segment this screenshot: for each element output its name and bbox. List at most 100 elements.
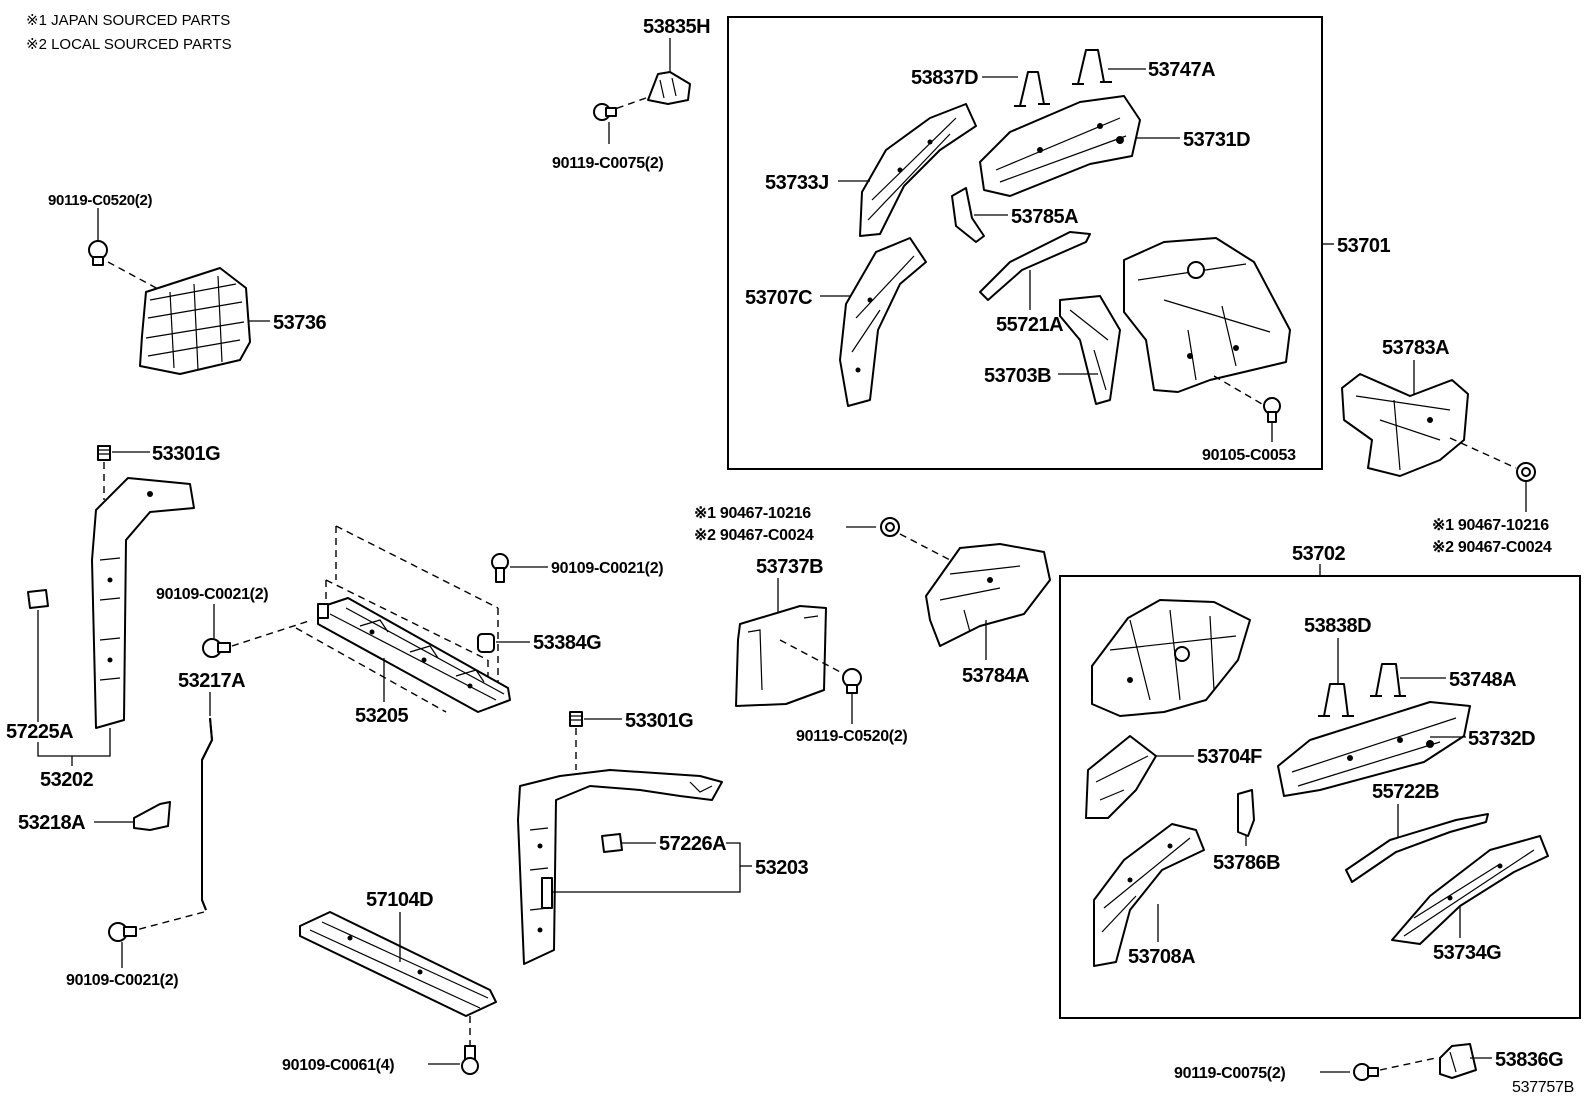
label-90109-C0021-b: 90109-C0021(2): [156, 586, 268, 603]
label-53737B: 53737B: [756, 556, 823, 578]
label-53784A: 53784A: [962, 665, 1029, 687]
label-53384G: 53384G: [533, 632, 601, 654]
group-frame-53701: [727, 16, 1323, 470]
part-53384G[interactable]: [477, 633, 495, 653]
label-53748A: 53748A: [1449, 669, 1516, 691]
label-53734G: 53734G: [1433, 942, 1501, 964]
label-53203: 53203: [755, 857, 808, 879]
part-53733J[interactable]: [859, 103, 977, 237]
label-57226A: 57226A: [659, 833, 726, 855]
part-53707C[interactable]: [839, 237, 927, 407]
part-53786B[interactable]: [1237, 789, 1255, 837]
label-53732D: 53732D: [1468, 728, 1535, 750]
label-53733J: 53733J: [765, 172, 829, 194]
part-53708A[interactable]: [1093, 823, 1205, 967]
part-53736[interactable]: [139, 267, 251, 375]
label-53202: 53202: [40, 769, 93, 791]
label-90467-10216-right: ※1 90467-10216: [1432, 517, 1549, 534]
label-53783A: 53783A: [1382, 337, 1449, 359]
label-53747A: 53747A: [1148, 59, 1215, 81]
part-53301G-left[interactable]: [97, 445, 111, 461]
note-japan-sourced: ※1 JAPAN SOURCED PARTS: [26, 12, 230, 29]
label-53786B: 53786B: [1213, 852, 1280, 874]
part-53783A[interactable]: [1341, 373, 1469, 477]
part-53703B[interactable]: [1059, 295, 1121, 405]
label-57104D: 57104D: [366, 889, 433, 911]
label-57225A: 57225A: [6, 721, 73, 743]
label-53703B: 53703B: [984, 365, 1051, 387]
label-53301G-mid: 53301G: [625, 710, 693, 732]
part-53836G[interactable]: [1439, 1043, 1477, 1079]
bolt-90467-mid[interactable]: [880, 517, 900, 537]
label-90119-C0520-left: 90119-C0520(2): [48, 192, 153, 209]
part-53218A[interactable]: [133, 801, 171, 831]
label-55722B: 55722B: [1372, 781, 1439, 803]
part-55721A[interactable]: [979, 231, 1091, 301]
part-53784A[interactable]: [925, 543, 1051, 647]
part-53301G-mid[interactable]: [569, 711, 583, 727]
label-90109-C0021-c: 90109-C0021(2): [66, 972, 178, 989]
part-53785A[interactable]: [951, 187, 985, 243]
part-53217A[interactable]: [201, 717, 213, 911]
part-53704F[interactable]: [1085, 735, 1157, 819]
label-53218A: 53218A: [18, 812, 85, 834]
label-90467-C0024-right: ※2 90467-C0024: [1432, 539, 1552, 556]
label-90467-10216-mid: ※1 90467-10216: [694, 505, 811, 522]
label-53704F: 53704F: [1197, 746, 1262, 768]
bolt-90119-C0075-bottom[interactable]: [1353, 1063, 1379, 1081]
bolt-90109-C0061[interactable]: [461, 1045, 479, 1075]
label-90109-C0021-a: 90109-C0021(2): [551, 560, 663, 577]
part-57226A[interactable]: [601, 833, 623, 853]
part-53734G[interactable]: [1391, 835, 1549, 945]
label-90467-C0024-mid: ※2 90467-C0024: [694, 527, 814, 544]
bolt-90109-C0021-a[interactable]: [491, 553, 509, 583]
bolt-90109-C0021-b[interactable]: [202, 638, 231, 658]
label-55721A: 55721A: [996, 314, 1063, 336]
label-53836G: 53836G: [1495, 1049, 1563, 1071]
note-local-sourced: ※2 LOCAL SOURCED PARTS: [26, 36, 232, 53]
part-53837D[interactable]: [1014, 71, 1050, 107]
label-53731D: 53731D: [1183, 129, 1250, 151]
label-90109-C0061: 90109-C0061(4): [282, 1057, 394, 1074]
part-53748A[interactable]: [1370, 663, 1406, 697]
part-53205[interactable]: [317, 597, 511, 713]
bolt-90109-C0021-c[interactable]: [108, 922, 137, 942]
part-53731D[interactable]: [979, 95, 1141, 197]
label-53701: 53701: [1337, 235, 1390, 257]
label-53217A: 53217A: [178, 670, 245, 692]
label-90119-C0075-top: 90119-C0075(2): [552, 155, 663, 172]
label-53708A: 53708A: [1128, 946, 1195, 968]
label-53301G-left: 53301G: [152, 443, 220, 465]
part-53737B[interactable]: [735, 605, 827, 707]
part-53835H[interactable]: [647, 71, 691, 105]
part-53747A[interactable]: [1072, 49, 1112, 85]
label-90105-C0053: 90105-C0053: [1202, 447, 1296, 464]
part-53203[interactable]: [517, 769, 723, 965]
bolt-90119-C0520-left[interactable]: [88, 240, 108, 266]
reference-number: 537757B: [1512, 1079, 1574, 1096]
label-90119-C0075-bottom: 90119-C0075(2): [1174, 1065, 1285, 1082]
label-53785A: 53785A: [1011, 206, 1078, 228]
label-53736: 53736: [273, 312, 326, 334]
part-apron-53702[interactable]: [1091, 599, 1251, 717]
bolt-90467-right[interactable]: [1516, 462, 1536, 482]
part-57225A[interactable]: [27, 589, 49, 609]
label-53838D: 53838D: [1304, 615, 1371, 637]
part-57104D[interactable]: [299, 911, 497, 1017]
bolt-90119-C0075-top[interactable]: [593, 103, 617, 121]
part-53838D[interactable]: [1318, 683, 1354, 717]
label-53702: 53702: [1292, 543, 1345, 565]
label-53837D: 53837D: [911, 67, 978, 89]
label-90119-C0520-mid: 90119-C0520(2): [796, 728, 907, 745]
label-53205: 53205: [355, 705, 408, 727]
part-apron-53701[interactable]: [1123, 237, 1291, 393]
bolt-90119-C0520-mid[interactable]: [842, 668, 862, 694]
label-53835H: 53835H: [643, 16, 710, 38]
part-55722B[interactable]: [1345, 813, 1489, 883]
part-53732D[interactable]: [1277, 701, 1471, 797]
part-53202[interactable]: [91, 477, 195, 729]
bolt-90105-C0053[interactable]: [1263, 397, 1281, 423]
label-53707C: 53707C: [745, 287, 812, 309]
